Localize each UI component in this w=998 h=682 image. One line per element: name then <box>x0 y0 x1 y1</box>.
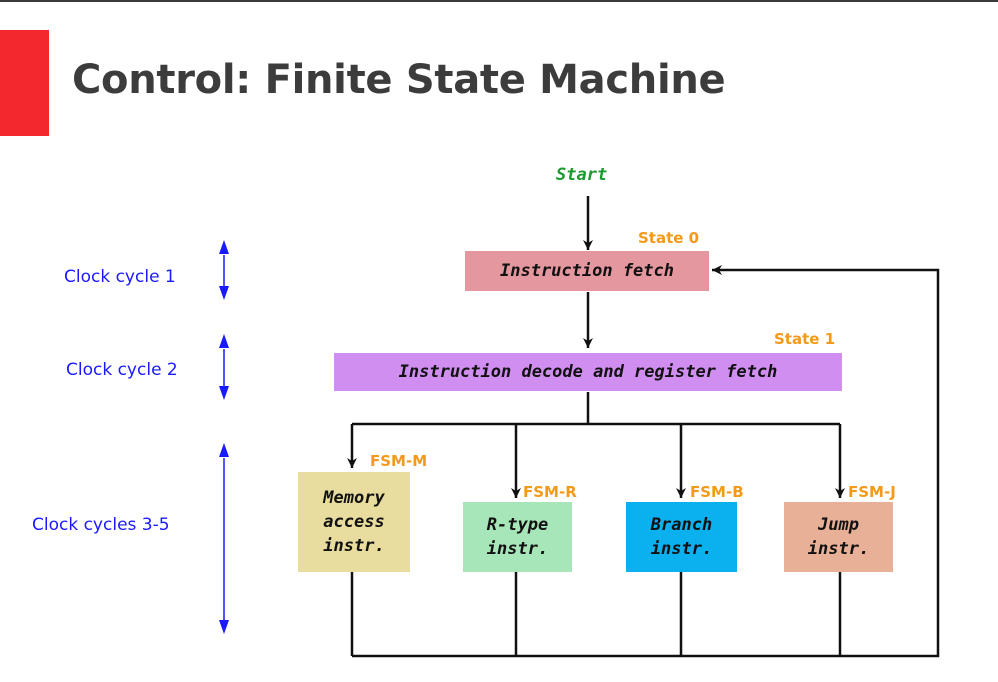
clock-cycle-1-arrowhead-bottom <box>219 286 229 300</box>
jump-fsm-box: Jump instr. <box>784 502 893 572</box>
clock-cycles-3-5-label: Clock cycles 3-5 <box>32 515 170 535</box>
memory-access-fsm-box: Memory access instr. <box>298 472 410 572</box>
top-border-line <box>0 0 998 2</box>
clock-cycle-3-5-arrowhead-top <box>219 443 229 457</box>
fsm-b-tag: FSM-B <box>690 483 744 501</box>
branch-fsm-box: Branch instr. <box>626 502 737 572</box>
clock-cycle-3-5-arrowhead-bottom <box>219 620 229 634</box>
return-to-fetch-loop <box>352 265 940 658</box>
title-accent-bar <box>0 30 49 136</box>
fsm-j-tag: FSM-J <box>848 483 896 501</box>
state-0-tag: State 0 <box>638 229 700 247</box>
start-label: Start <box>556 165 608 185</box>
state-1-tag: State 1 <box>774 330 836 348</box>
fsm-r-tag: FSM-R <box>523 483 577 501</box>
clock-cycle-2-arrowhead-bottom <box>219 386 229 400</box>
slide-title: Control: Finite State Machine <box>72 57 726 103</box>
clock-cycle-1-label: Clock cycle 1 <box>64 267 176 287</box>
instruction-decode-state: Instruction decode and register fetch <box>334 353 842 391</box>
r-type-fsm-box: R-type instr. <box>463 502 572 572</box>
clock-cycle-2-label: Clock cycle 2 <box>66 360 178 380</box>
instruction-fetch-state: Instruction fetch <box>465 251 709 291</box>
fsm-m-tag: FSM-M <box>370 452 428 470</box>
clock-cycle-2-arrowhead-top <box>219 334 229 348</box>
clock-cycle-1-arrowhead-top <box>219 240 229 254</box>
